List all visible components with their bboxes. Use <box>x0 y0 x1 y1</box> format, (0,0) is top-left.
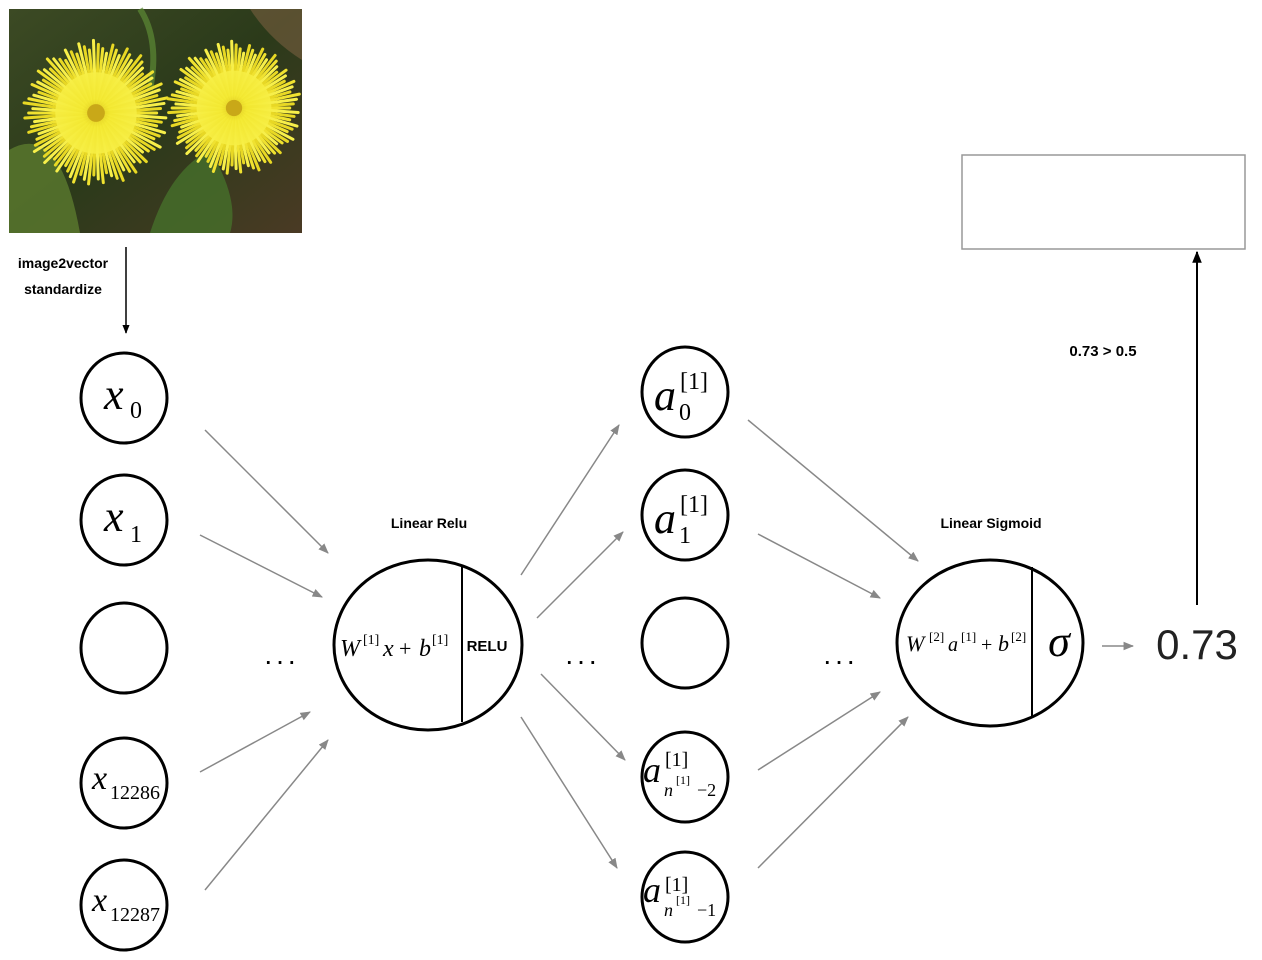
result-box <box>961 154 1246 250</box>
svg-text:+: + <box>399 636 411 661</box>
svg-text:[1]: [1] <box>363 633 379 648</box>
output-unit-node: W [2] a [1] + b [2] σ <box>895 558 1085 728</box>
svg-text:0: 0 <box>130 398 142 424</box>
svg-text:W: W <box>340 636 362 662</box>
svg-text:b: b <box>998 631 1009 656</box>
svg-text:[2]: [2] <box>929 629 944 644</box>
svg-text:b: b <box>419 636 431 662</box>
svg-text:[1]: [1] <box>961 629 976 644</box>
svg-text:[1]: [1] <box>432 633 448 648</box>
svg-text:x: x <box>91 760 107 797</box>
svg-text:[1]: [1] <box>676 893 690 907</box>
input-node-12287: x 12287 <box>79 858 169 952</box>
activation-node-0: a [1] 0 <box>640 345 730 439</box>
svg-text:1: 1 <box>130 522 142 548</box>
threshold-label: 0.73 > 0.5 <box>1069 343 1136 360</box>
svg-text:x: x <box>103 492 124 541</box>
ellipsis-hidden: ... <box>565 639 600 670</box>
hidden-to-activation-arrows <box>520 424 626 869</box>
input-node-1: x 1 <box>79 473 169 567</box>
preprocess-label-line2: standardize <box>24 281 102 297</box>
svg-text:x: x <box>382 636 394 662</box>
output-formula: W [2] a [1] + b [2] <box>906 629 1026 656</box>
activation-node-1: a [1] 1 <box>640 468 730 562</box>
svg-text:[2]: [2] <box>1011 629 1026 644</box>
svg-text:x: x <box>91 882 107 919</box>
svg-text:a: a <box>643 870 661 910</box>
hidden-formula: W [1] x + b [1] <box>340 633 448 662</box>
activation-node-n-minus-2: a [1] n [1] −2 <box>640 730 730 824</box>
activation-to-output-arrows <box>747 419 919 869</box>
svg-text:[1]: [1] <box>665 749 688 771</box>
dandelion-photo <box>9 7 302 233</box>
svg-text:[1]: [1] <box>680 492 708 518</box>
svg-text:W: W <box>906 631 926 656</box>
svg-text:12286: 12286 <box>110 782 160 804</box>
svg-text:n: n <box>664 900 673 920</box>
svg-text:−1: −1 <box>697 900 716 920</box>
output-layer-label: Linear Sigmoid <box>940 515 1041 531</box>
svg-text:a: a <box>654 494 676 543</box>
activation-node-empty <box>640 596 730 690</box>
input-node-0: x 0 <box>79 351 169 445</box>
input-to-hidden-arrows <box>199 429 329 891</box>
sigma-symbol: σ <box>1048 617 1072 666</box>
svg-text:a: a <box>948 634 958 656</box>
svg-text:x: x <box>103 370 124 419</box>
svg-text:0: 0 <box>679 400 691 426</box>
ellipsis-output: ... <box>823 639 858 670</box>
svg-text:[1]: [1] <box>665 874 688 896</box>
prediction-value: 0.73 <box>1156 621 1238 668</box>
svg-text:−2: −2 <box>697 780 716 800</box>
hidden-layer-label: Linear Relu <box>391 515 467 531</box>
input-node-empty <box>79 601 169 695</box>
svg-text:[1]: [1] <box>676 773 690 787</box>
svg-text:1: 1 <box>679 523 691 549</box>
activation-node-n-minus-1: a [1] n [1] −1 <box>640 850 730 944</box>
svg-text:[1]: [1] <box>680 369 708 395</box>
svg-text:n: n <box>664 780 673 800</box>
relu-label: RELU <box>467 638 508 655</box>
svg-text:+: + <box>981 634 992 656</box>
svg-text:12287: 12287 <box>110 904 160 926</box>
hidden-unit-node: W [1] x + b [1] RELU <box>332 558 524 732</box>
preprocess-label-line1: image2vector <box>18 255 109 271</box>
svg-text:a: a <box>643 750 661 790</box>
input-node-12286: x 12286 <box>79 736 169 830</box>
ellipsis-inputs: ... <box>264 639 299 670</box>
svg-text:a: a <box>654 371 676 420</box>
